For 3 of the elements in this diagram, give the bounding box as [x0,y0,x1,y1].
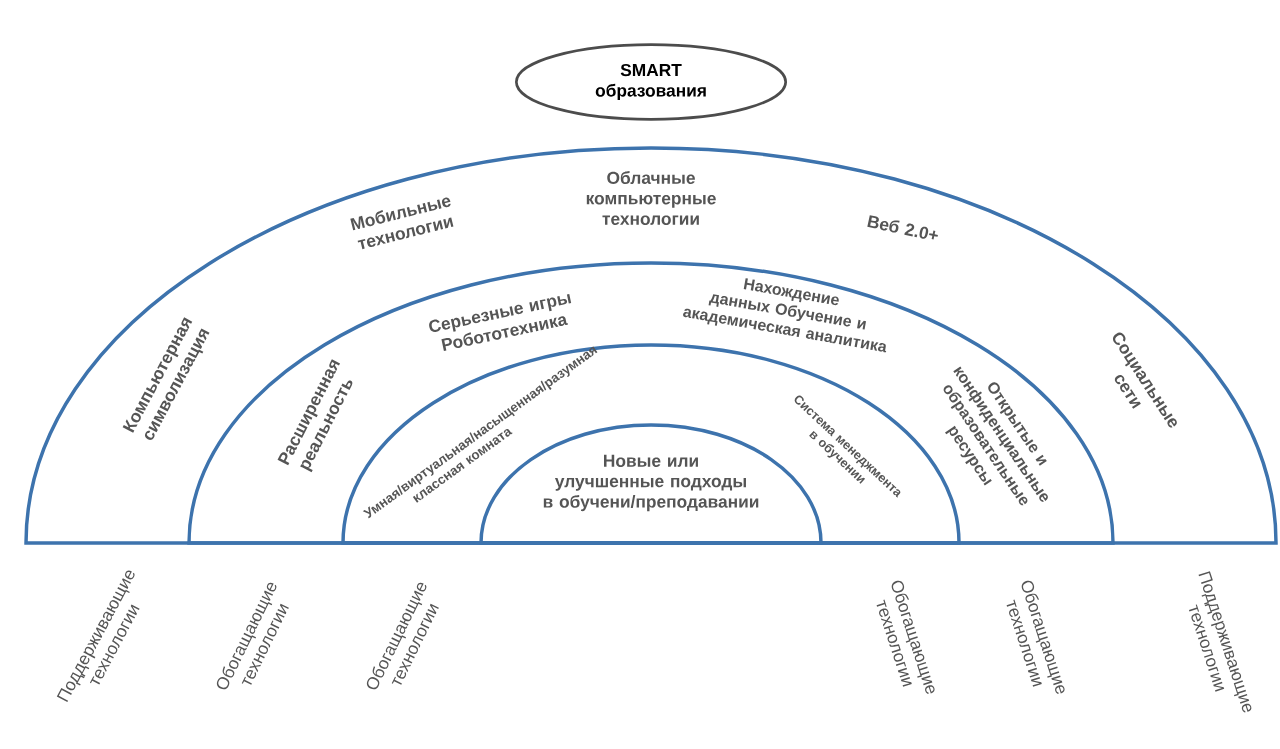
band-text: Веб 2.0+ [867,215,938,240]
band-text: SMART образования [595,63,706,101]
band-text: Облачные компьютерные технологии [586,171,716,225]
